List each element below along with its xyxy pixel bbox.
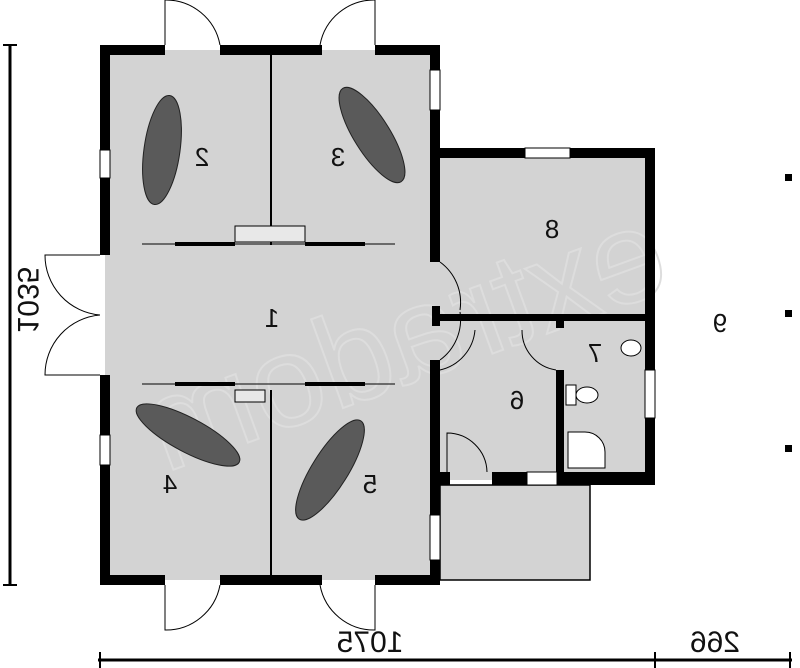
horse-icon — [142, 94, 182, 206]
windows — [99, 69, 656, 561]
room-label-4: 4 — [163, 469, 177, 499]
room-label-5: 5 — [363, 469, 377, 499]
room-label-3: 3 — [331, 142, 345, 172]
shower-icon — [567, 431, 606, 469]
room-label-6: 6 — [510, 385, 524, 415]
room-labels: 1 2 3 4 5 6 7 8 9 — [163, 142, 727, 499]
dimension-width-main: 1075 — [337, 626, 404, 659]
horse-icon — [338, 86, 406, 184]
bathroom-fixtures — [565, 339, 642, 469]
horse-icon — [135, 403, 241, 467]
room-label-7: 7 — [588, 338, 602, 368]
room-label-9: 9 — [713, 308, 727, 338]
horses — [135, 86, 406, 521]
sink-icon — [620, 339, 642, 357]
doors — [44, 0, 557, 631]
horse-icon — [295, 419, 365, 521]
paddock-markers — [785, 174, 792, 452]
dimension-lines — [3, 44, 792, 668]
dimension-width-extra: 266 — [690, 626, 740, 659]
room-label-2: 2 — [195, 142, 209, 172]
dimension-height: 1035 — [11, 267, 44, 334]
stall-fronts — [142, 225, 395, 403]
room-label-8: 8 — [545, 214, 559, 244]
room-label-1: 1 — [265, 303, 279, 333]
toilet-icon — [575, 386, 599, 404]
